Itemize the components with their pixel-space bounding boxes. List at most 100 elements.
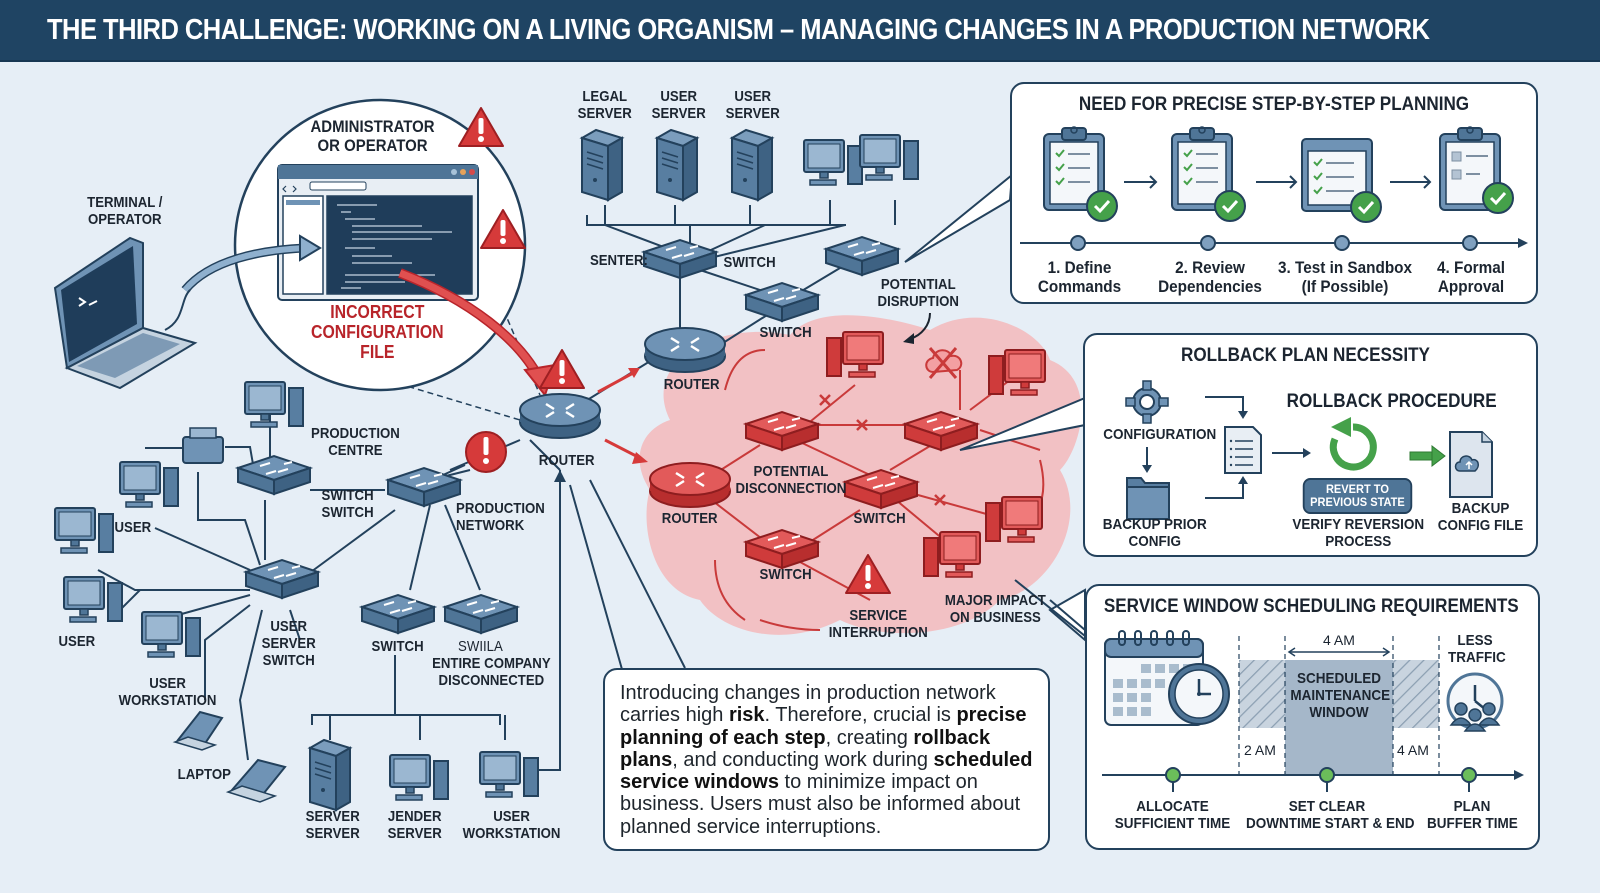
workstation-icon: [803, 139, 863, 186]
rollback-procedure-title: ROLLBACK PROCEDURE: [1286, 391, 1497, 412]
gear-icon: [1125, 380, 1169, 424]
administrator-label: ADMINISTRATOR OR OPERATOR: [310, 117, 435, 155]
note-emphasis: risk: [728, 704, 765, 727]
buffer-after: [1393, 660, 1439, 728]
central-router-icon: [518, 392, 602, 440]
title-bar: THE THIRD CHALLENGE: WORKING ON A LIVING…: [0, 0, 1600, 62]
entire-company-disconnected-label: ENTIRE COMPANY DISCONNECTED: [432, 655, 551, 689]
user-server-switch-icon: [245, 559, 319, 599]
document-icon: [1224, 426, 1262, 474]
note-text: , and conducting work during: [672, 748, 934, 771]
workstation-icon: [859, 134, 919, 181]
user-workstation-label: USER WORKSTATION: [118, 675, 217, 709]
service-window-panel-title: SERVICE WINDOW SCHEDULING REQUIREMENTS: [1103, 596, 1519, 617]
server-label: USER SERVER: [651, 88, 706, 122]
note-text: . Therefore, crucial is: [764, 704, 957, 727]
switch-icon: [361, 594, 435, 634]
user-workstation-icon: [479, 751, 539, 798]
switch-switch-label: SWITCH SWITCH: [321, 487, 374, 521]
folder-icon: [1126, 477, 1170, 520]
failed-router-label: ROUTER: [661, 510, 718, 527]
buffer-before: [1239, 660, 1285, 728]
user-workstation-icon: [63, 576, 123, 623]
user-workstation-icon: [141, 611, 201, 658]
note-text: , creating: [825, 726, 914, 749]
forward-arrow-icon: [1409, 444, 1446, 468]
backup-config-file-label: BACKUP CONFIG FILE: [1437, 500, 1524, 534]
clock-icon: [1168, 663, 1230, 725]
switch-icon: [237, 455, 311, 495]
workstation-icon: [244, 381, 304, 428]
note-text: to minimize impact on business. Users mu…: [620, 771, 1021, 838]
production-switch-icon: [387, 467, 461, 507]
server-label: LEGAL SERVER: [577, 88, 632, 122]
server-label: USER SERVER: [725, 88, 780, 122]
major-impact-label: MAJOR IMPACT ON BUSINESS: [944, 592, 1046, 626]
switch-label: SWITCH: [759, 566, 812, 583]
switch-label: SWIILA: [458, 638, 503, 655]
less-traffic-label: LESS TRAFFIC: [1448, 632, 1506, 666]
planning-steps-graphic: [1020, 126, 1528, 251]
server-icon: [309, 739, 351, 811]
clipboard-approval-icon: [1439, 126, 1515, 215]
backup-config-file-icon: [1449, 431, 1493, 498]
production-network-label: PRODUCTION NETWORK: [456, 500, 545, 534]
service-interruption-label: SERVICE INTERRUPTION: [828, 607, 928, 641]
step-label: 2. Review Dependencies: [1158, 258, 1262, 296]
calendar-icon: [1104, 630, 1204, 726]
laptop-icon: [172, 710, 224, 751]
step-arrows: [1124, 175, 1432, 189]
device-label: USER WORKSTATION: [462, 808, 561, 842]
backup-prior-config-label: BACKUP PRIOR CONFIG: [1102, 516, 1207, 550]
device-label: SERVER SERVER: [305, 808, 360, 842]
potential-disruption-label: POTENTIAL DISRUPTION: [877, 276, 959, 310]
clipboard-checklist-icon: [1171, 126, 1247, 223]
step-label: 3. Test in Sandbox (If Possible): [1277, 258, 1413, 296]
note-emphasis: scheduled service windows: [620, 748, 1033, 794]
failed-router-icon: [648, 461, 732, 509]
user-label: USER: [58, 633, 96, 650]
incorrect-config-label: INCORRECT CONFIGURATION FILE: [311, 302, 444, 362]
user-workstation-icon: [119, 461, 179, 508]
switch-label: SWITCH: [759, 324, 812, 341]
user-server-icon: [656, 129, 698, 201]
laptop-terminal-icon: [53, 236, 198, 390]
alert-circle-icon: [465, 431, 507, 473]
rollback-graphic: [1125, 380, 1493, 520]
summary-note: Introducing changes in production networ…: [603, 668, 1050, 851]
laptop-label: LAPTOP: [177, 766, 231, 783]
printer-icon: [182, 427, 224, 464]
milestone-label: PLAN BUFFER TIME: [1427, 798, 1518, 832]
switch-label: SWITCH: [371, 638, 424, 655]
maintenance-window-block: [1285, 660, 1393, 775]
configuration-label: CONFIGURATION: [1103, 426, 1217, 443]
revert-to-previous-state-button[interactable]: REVERT TO PREVIOUS STATE: [1302, 478, 1413, 514]
service-window-panel: SERVICE WINDOW SCHEDULING REQUIREMENTS: [1085, 584, 1540, 850]
less-traffic-icon: [1446, 672, 1504, 732]
planning-panel: NEED FOR PRECISE STEP-BY-STEP PLANNING: [1010, 82, 1538, 304]
user-workstation-icon: [54, 507, 114, 554]
potential-disconnection-label: POTENTIAL DISCONNECTION: [735, 463, 847, 497]
revert-icon: [1329, 417, 1377, 471]
step-label: 4. Formal Approval: [1436, 258, 1506, 296]
server-workstation-icon: [389, 754, 449, 801]
window-start-time: 2 AM: [1244, 742, 1276, 758]
switch-label: SENTER:: [589, 252, 648, 269]
terminal-operator-label: TERMINAL / OPERATOR: [87, 194, 163, 228]
router-label: ROUTER: [663, 376, 720, 393]
timeline-nodes: [1070, 235, 1478, 251]
service-window-graphic: [1102, 630, 1524, 792]
note-text: Introducing changes in production networ…: [620, 682, 996, 727]
production-centre-label: PRODUCTION CENTRE: [311, 425, 400, 459]
user-server-switch-label: USER SERVER SWITCH: [261, 618, 316, 669]
user-label: USER: [114, 519, 152, 536]
rollback-panel: ROLLBACK PLAN NECESSITY ROLLBACK PROCEDU…: [1083, 333, 1538, 557]
note-emphasis: rollback plans: [620, 726, 991, 771]
window-span-label: 4 AM: [1323, 632, 1355, 648]
milestone-label: SET CLEAR DOWNTIME START & END: [1246, 798, 1415, 832]
switch-icon: [444, 594, 518, 634]
switch-label: SWITCH: [853, 510, 906, 527]
note-emphasis: precise planning of each step: [620, 704, 1027, 749]
step-label: 1. Define Commands: [1037, 258, 1122, 296]
